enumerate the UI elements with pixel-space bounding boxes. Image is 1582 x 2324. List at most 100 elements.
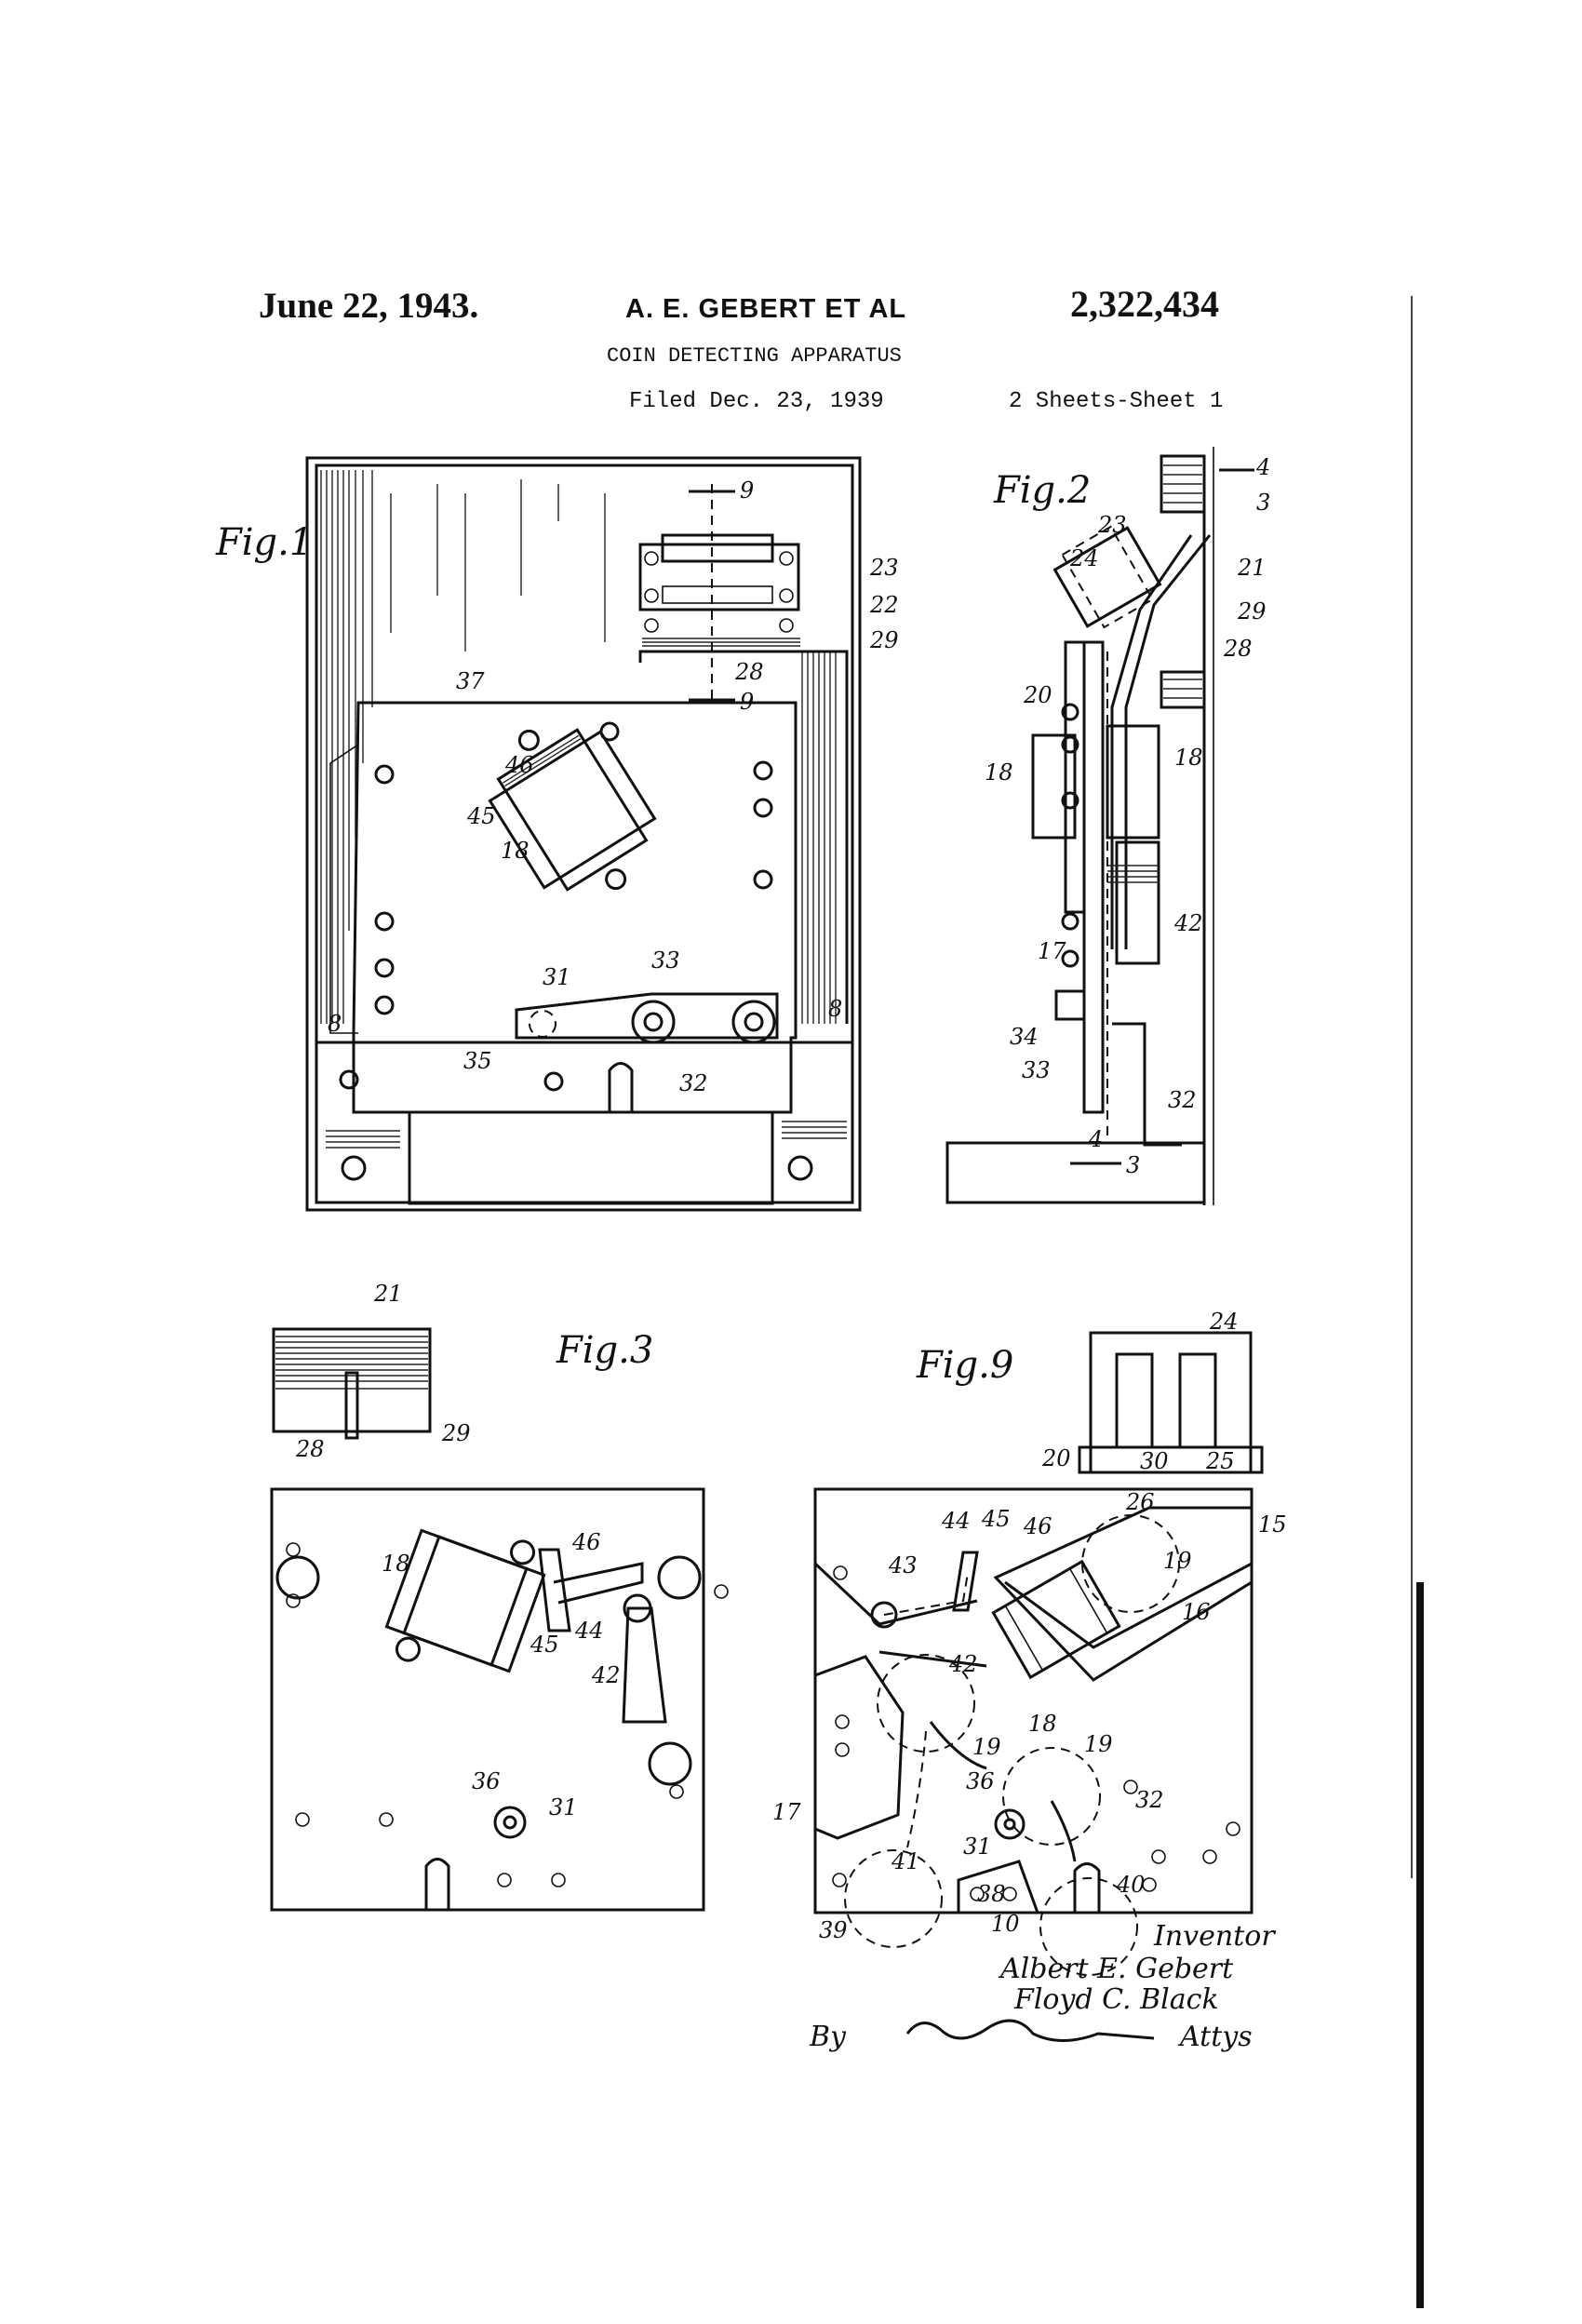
fig3-detector-coil xyxy=(384,1528,546,1673)
fig1-left-hatch xyxy=(320,470,606,1024)
fig2-ref: 3 xyxy=(1256,490,1270,516)
fig2-nut-34 xyxy=(1054,989,1086,1021)
fig9-ref: 19 xyxy=(1163,1548,1192,1574)
fig9-ref: 46 xyxy=(1023,1513,1052,1539)
signature-block: Inventor Albert E. Gebert Floyd C. Black… xyxy=(809,1920,1276,2053)
fig9-ref: 19 xyxy=(1084,1731,1113,1757)
fig9-ref: 39 xyxy=(819,1917,848,1943)
fig2-top-block-hatch xyxy=(1163,464,1202,504)
attorney-signature xyxy=(905,2019,1155,2042)
fig9-ref: 31 xyxy=(963,1834,992,1860)
fig1-bottom-slot xyxy=(608,1062,634,1112)
fig9-coin-lower-right xyxy=(1039,1877,1138,1976)
margin-rule xyxy=(1411,296,1413,1878)
fig9-ref: 26 xyxy=(1125,1489,1155,1515)
fig2-ref: 24 xyxy=(1069,545,1099,571)
fig1-nut-2 xyxy=(731,1000,776,1044)
fig2-ref: 29 xyxy=(1237,598,1267,625)
inventor-name-1: Albert E. Gebert xyxy=(998,1953,1234,1985)
fig2-screws xyxy=(1061,703,1079,968)
fig3-pendulum-42 xyxy=(622,1606,667,1724)
fig9-upper-funnel xyxy=(813,1562,978,1626)
fig1-nut-1 xyxy=(631,1000,676,1044)
fig3-finger-46 xyxy=(538,1548,571,1632)
fig9-ref: 24 xyxy=(1209,1309,1239,1335)
fig3-pivot-31 xyxy=(493,1806,527,1839)
fig2-coil-lower xyxy=(1115,840,1160,965)
fig1-pivot-31 xyxy=(529,1010,556,1038)
patent-date: June 22, 1943. xyxy=(259,286,479,326)
margin-rule-heavy xyxy=(1416,1582,1424,2308)
fig2-ref: 21 xyxy=(1237,555,1267,581)
filing-date: Filed Dec. 23, 1939 xyxy=(629,389,884,414)
fig9-ref: 15 xyxy=(1258,1511,1287,1538)
fig9-ref: 36 xyxy=(966,1768,995,1794)
fig9-ref: 41 xyxy=(891,1848,920,1874)
figure-2-label: Fig.2 xyxy=(993,469,1091,512)
fig2-ref: 18 xyxy=(985,759,1013,786)
fig1-upper-bracket xyxy=(638,543,800,611)
fig1-upper-coil xyxy=(661,533,774,563)
fig1-ref: 28 xyxy=(734,659,764,685)
fig1-ref: 31 xyxy=(543,964,571,990)
fig9-ref: 44 xyxy=(941,1508,971,1534)
fig3-main-plate xyxy=(270,1487,705,1912)
by-label: By xyxy=(809,2021,847,2053)
figure-9-label: Fig.9 xyxy=(916,1344,1013,1387)
fig1-bracket-hatch xyxy=(642,638,800,647)
fig3-ref: 18 xyxy=(382,1551,410,1577)
fig2-plate-20 xyxy=(1064,640,1086,914)
fig1-upper-wall xyxy=(638,650,849,1024)
fig2-mid-block xyxy=(1160,670,1206,709)
fig1-foot-screw-right xyxy=(787,1155,813,1181)
fig9-ref: 42 xyxy=(948,1651,978,1677)
fig2-ref: 17 xyxy=(1038,938,1066,964)
fig1-ref: 8 xyxy=(828,996,842,1022)
fig2-plate-17 xyxy=(1082,640,1105,1114)
fig9-ref: 20 xyxy=(1041,1445,1071,1471)
fig3-rivet-shaded-2 xyxy=(657,1555,702,1600)
fig9-ref: 25 xyxy=(1205,1448,1235,1474)
fig9-path-arrow-1 xyxy=(929,1721,987,1770)
fig9-ref: 10 xyxy=(991,1911,1020,1937)
fig9-lever-44 xyxy=(883,1572,969,1616)
fig9-coin-right xyxy=(1002,1747,1101,1846)
fig9-ref: 17 xyxy=(772,1799,801,1825)
fig9-coin-ramp xyxy=(993,1506,1254,1682)
fig9-path-arrow-2 xyxy=(1050,1800,1077,1862)
fig9-coil-a xyxy=(1115,1352,1154,1449)
fig3-ref: 21 xyxy=(373,1281,403,1307)
fig9-left-guide-17 xyxy=(813,1655,905,1840)
fig9-bridge-20 xyxy=(1078,1445,1264,1474)
fig2-lower-bracket xyxy=(1112,1022,1182,1147)
fig1-ref: 23 xyxy=(869,555,899,581)
fig9-path-arrow-3 xyxy=(906,1730,927,1848)
fig1-base-block xyxy=(408,1110,774,1205)
fig2-ref: 20 xyxy=(1023,682,1052,708)
fig2-coil-hatch xyxy=(1107,865,1159,883)
fig1-coin-slot xyxy=(662,585,773,604)
inventor-name-2: Floyd C. Black xyxy=(1013,1983,1219,2016)
fig1-ref: 22 xyxy=(869,592,899,618)
patent-number: 2,322,434 xyxy=(1070,283,1219,325)
fig3-rivet-shaded-3 xyxy=(648,1741,692,1786)
fig3-ref: 28 xyxy=(295,1436,325,1462)
figure-1-label: Fig.1 xyxy=(215,521,313,564)
fig2-base xyxy=(945,1141,1206,1204)
fig1-main-plate xyxy=(352,701,798,1114)
inventor-label: Inventor xyxy=(1153,1920,1276,1953)
fig2-coin-chute xyxy=(1124,534,1212,949)
fig1-ref: 9 xyxy=(740,689,754,715)
fig1-ref: 45 xyxy=(466,803,496,829)
fig3-ref: 42 xyxy=(591,1662,621,1688)
fig2-ref: 32 xyxy=(1168,1087,1197,1113)
fig1-ref: 29 xyxy=(869,627,899,653)
patent-inventors: A. E. GEBERT ET AL xyxy=(625,294,907,324)
fig1-ref: 18 xyxy=(501,838,530,864)
fig9-pivot-31 xyxy=(994,1808,1026,1840)
fig3-ref: 46 xyxy=(571,1529,601,1555)
fig9-bottom-slot xyxy=(1073,1862,1101,1913)
fig2-ref: 42 xyxy=(1173,910,1203,936)
fig1-detector-coil xyxy=(488,728,657,892)
fig2-mid-block-hatch xyxy=(1163,678,1202,699)
